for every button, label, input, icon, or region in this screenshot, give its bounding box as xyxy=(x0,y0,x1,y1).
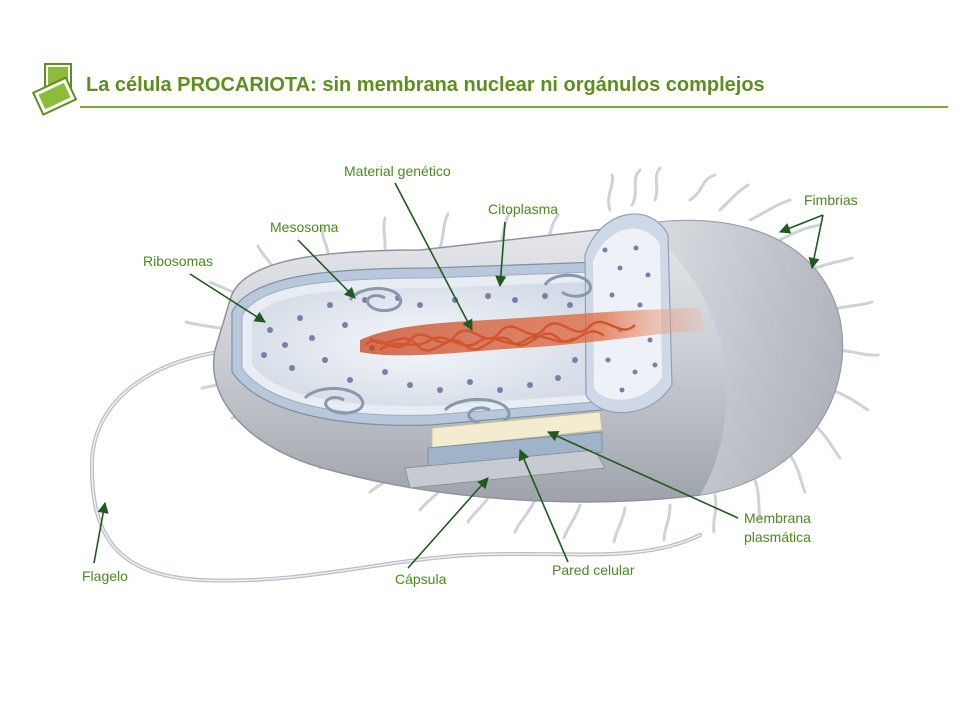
header-logo-icon xyxy=(31,63,78,116)
label-ribosomas: Ribosomas xyxy=(143,253,213,269)
label-material-genetico: Material genético xyxy=(344,163,451,179)
label-membrana-line2: plasmática xyxy=(744,529,811,545)
arrow-citoplasma xyxy=(495,221,507,288)
cell-wall-panel xyxy=(404,411,606,489)
arrow-pared-celular xyxy=(518,448,569,563)
label-pared-celular: Pared celular xyxy=(552,562,635,578)
page-title: La célula PROCARIOTA: sin membrana nucle… xyxy=(86,74,765,96)
label-citoplasma: Citoplasma xyxy=(488,201,558,217)
labels: Material genético Citoplasma Fimbrias Me… xyxy=(82,163,858,587)
label-membrana-line1: Membrana xyxy=(744,510,811,526)
arrow-mesosoma xyxy=(297,239,356,299)
arrow-capsula xyxy=(407,477,489,569)
arrow-membrana xyxy=(546,431,739,519)
label-capsula: Cápsula xyxy=(395,571,447,587)
label-fimbrias: Fimbrias xyxy=(804,192,858,208)
leader-arrows xyxy=(93,182,824,569)
arrow-ribosomas xyxy=(189,273,266,323)
label-flagelo: Flagelo xyxy=(82,568,128,584)
arrow-material-genetico xyxy=(394,182,473,331)
arrow-fimbrias-2 xyxy=(808,214,824,270)
genetic-material xyxy=(360,308,705,356)
arrow-flagelo xyxy=(93,501,109,564)
ribosomes xyxy=(261,245,658,393)
arrow-fimbrias-1 xyxy=(778,214,824,234)
label-mesosoma: Mesosoma xyxy=(270,219,339,235)
fimbriae xyxy=(184,166,880,544)
